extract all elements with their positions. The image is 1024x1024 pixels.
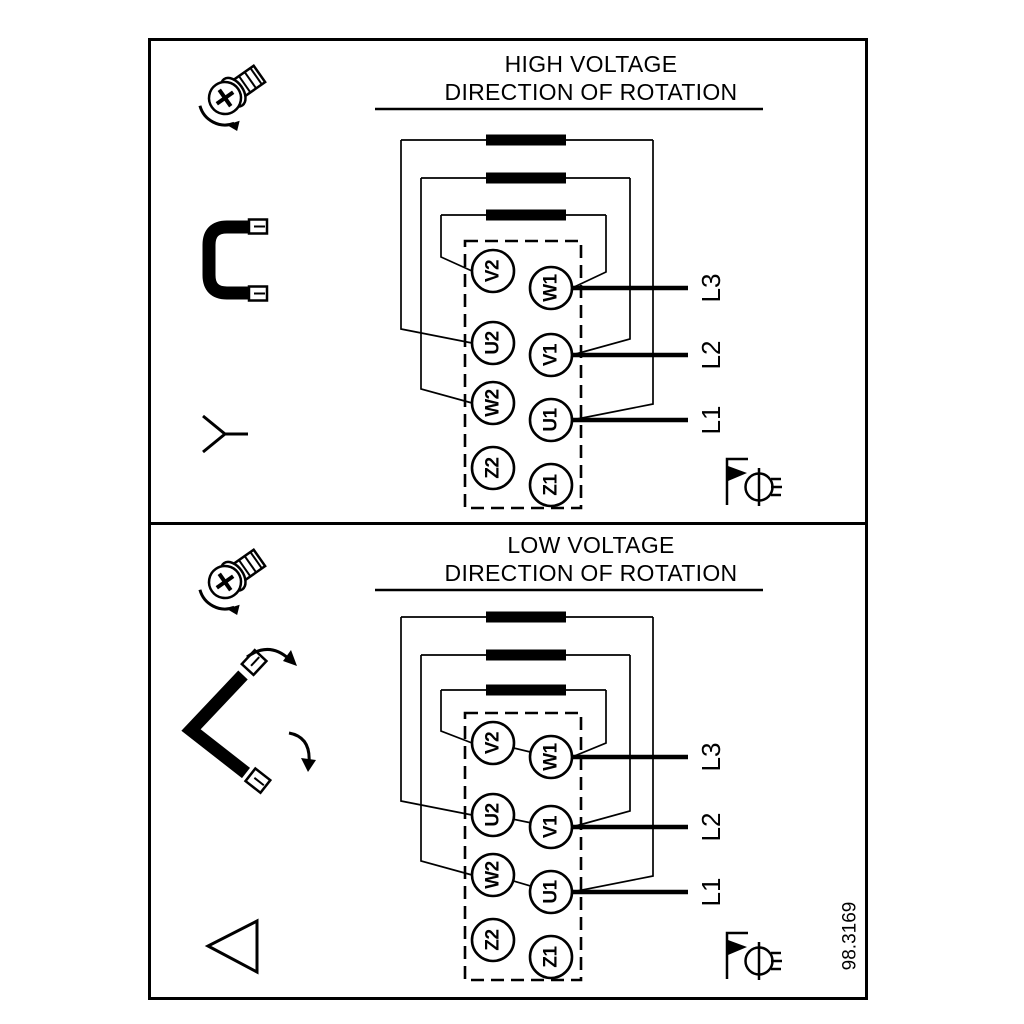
terminal-label-w2: W2 — [483, 389, 504, 417]
terminal-label-z1: Z1 — [541, 945, 562, 967]
terminal-circles — [470, 720, 574, 980]
terminal-circles — [470, 248, 574, 508]
screw-rotation-icon — [198, 63, 267, 132]
delta-jumper-icon — [181, 648, 316, 795]
jumper-bars — [486, 611, 566, 696]
terminal-label-u1: U1 — [541, 407, 562, 431]
phase-label-l1: L1 — [696, 878, 726, 907]
high-voltage-wiring-diagram: V2 U2 W2 Z2 W1 V1 U1 Z1 L3 L2 L1 — [198, 63, 782, 510]
panel-subtitle: DIRECTION OF ROTATION — [444, 560, 738, 586]
phase-lines — [572, 754, 688, 895]
panel-title: LOW VOLTAGE — [507, 532, 675, 558]
terminal-label-v2: V2 — [483, 732, 504, 754]
terminal-block — [463, 711, 583, 982]
terminal-label-v1: V1 — [541, 815, 562, 838]
phase-label-l2: L2 — [696, 341, 726, 370]
phase-label-l3: L3 — [696, 743, 726, 772]
terminal-label-w1: W1 — [541, 742, 562, 770]
terminal-label-v2: V2 — [483, 260, 504, 282]
terminal-labels: V2 U2 W2 Z2 W1 V1 U1 Z1 — [483, 732, 562, 968]
figure-number: 98.3169 — [840, 902, 861, 971]
phase-lines — [572, 285, 688, 423]
low-voltage-wiring-diagram: V2 U2 W2 Z2 W1 V1 U1 Z1 L3 L2 L1 — [181, 547, 861, 982]
panel-high-voltage: HIGH VOLTAGE DIRECTION OF ROTATION — [148, 38, 868, 525]
terminal-label-w1: W1 — [541, 273, 562, 301]
pump-direction-icon — [725, 931, 782, 980]
terminal-label-u2: U2 — [483, 331, 504, 354]
pump-direction-icon — [725, 457, 782, 506]
diagram-frame: HIGH VOLTAGE DIRECTION OF ROTATION — [148, 38, 868, 1000]
terminal-label-v1: V1 — [541, 343, 562, 366]
phase-labels: L3 L2 L1 — [696, 274, 726, 435]
jumper-bars — [486, 134, 566, 221]
terminal-labels: V2 U2 W2 Z2 W1 V1 U1 Z1 — [483, 260, 562, 496]
panel-low-voltage: LOW VOLTAGE DIRECTION OF ROTATION — [148, 522, 868, 1000]
phase-label-l3: L3 — [696, 274, 726, 303]
terminal-label-z2: Z2 — [483, 457, 504, 478]
terminal-label-z2: Z2 — [483, 929, 504, 950]
terminal-label-u2: U2 — [483, 803, 504, 826]
phase-label-l1: L1 — [696, 406, 726, 435]
terminal-label-u1: U1 — [541, 879, 562, 903]
terminal-label-w2: W2 — [483, 861, 504, 889]
jumper-link-icon — [202, 218, 269, 302]
phase-labels: L3 L2 L1 — [696, 743, 726, 907]
terminal-block — [463, 239, 583, 510]
terminal-label-z1: Z1 — [541, 473, 562, 495]
panel-title: HIGH VOLTAGE — [504, 51, 678, 77]
panel-subtitle: DIRECTION OF ROTATION — [444, 79, 738, 105]
screw-rotation-icon — [198, 547, 267, 616]
star-connection-icon — [202, 414, 248, 454]
phase-label-l2: L2 — [696, 813, 726, 842]
delta-connection-icon — [204, 918, 259, 975]
